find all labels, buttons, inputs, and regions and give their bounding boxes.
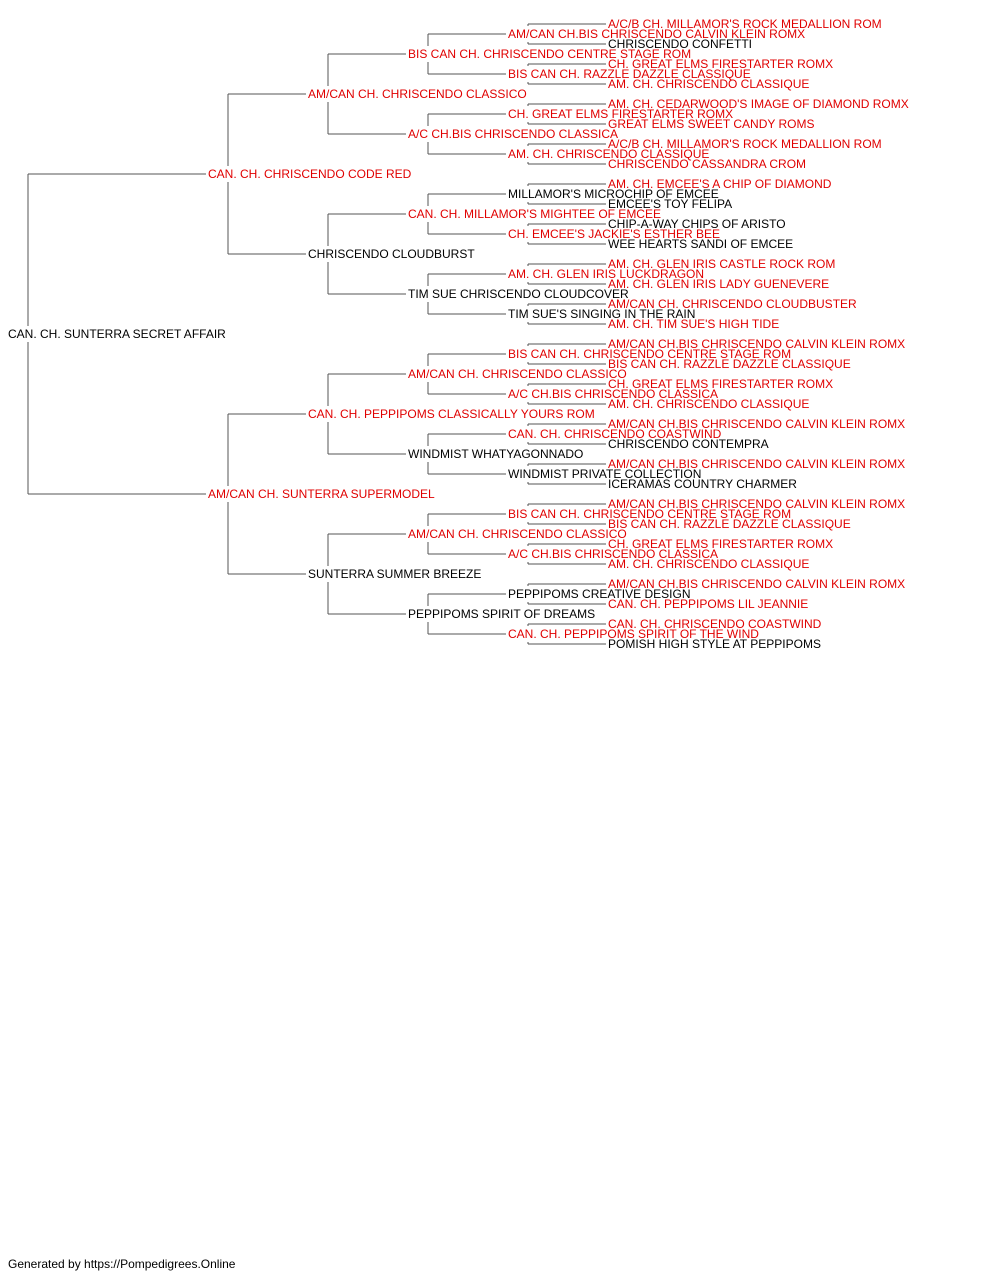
- pedigree-entry-gen5[interactable]: CH. GREAT ELMS FIRESTARTER ROMX: [608, 57, 833, 71]
- pedigree-entry-gen4[interactable]: A/C CH.BIS CHRISCENDO CLASSICA: [508, 547, 718, 561]
- pedigree-entry-gen5[interactable]: CHRISCENDO CASSANDRA CROM: [608, 157, 806, 171]
- pedigree-entry-gen5[interactable]: WEE HEARTS SANDI OF EMCEE: [608, 237, 793, 251]
- pedigree-entry-gen5[interactable]: AM. CH. GLEN IRIS LADY GUENEVERE: [608, 277, 829, 291]
- pedigree-entry-gen2[interactable]: AM/CAN CH. CHRISCENDO CLASSICO: [308, 87, 527, 101]
- pedigree-entry-gen5[interactable]: BIS CAN CH. RAZZLE DAZZLE CLASSIQUE: [608, 517, 851, 531]
- pedigree-entry-gen4[interactable]: A/C CH.BIS CHRISCENDO CLASSICA: [508, 387, 718, 401]
- pedigree-entry-gen1[interactable]: AM/CAN CH. SUNTERRA SUPERMODEL: [208, 487, 435, 501]
- pedigree-entry-gen5[interactable]: AM. CH. GLEN IRIS CASTLE ROCK ROM: [608, 257, 835, 271]
- pedigree-entry-gen5[interactable]: CAN. CH. CHRISCENDO COASTWIND: [608, 617, 822, 631]
- pedigree-entry-gen4[interactable]: CH. GREAT ELMS FIRESTARTER ROMX: [508, 107, 733, 121]
- pedigree-entry-gen4[interactable]: AM. CH. CHRISCENDO CLASSIQUE: [508, 147, 709, 161]
- pedigree-entry-gen3[interactable]: AM/CAN CH. CHRISCENDO CLASSICO: [408, 527, 627, 541]
- pedigree-entry-gen5[interactable]: AM/CAN CH.BIS CHRISCENDO CALVIN KLEIN RO…: [608, 497, 905, 511]
- pedigree-entry-gen3[interactable]: WINDMIST WHATYAGONNADO: [408, 447, 583, 461]
- generated-by-footer: Generated by https://Pompedigrees.Online: [8, 1257, 236, 1271]
- pedigree-entry-gen4[interactable]: BIS CAN CH. CHRISCENDO CENTRE STAGE ROM: [508, 507, 791, 521]
- pedigree-entry-gen5[interactable]: AM. CH. CHRISCENDO CLASSIQUE: [608, 557, 809, 571]
- pedigree-entry-gen2[interactable]: SUNTERRA SUMMER BREEZE: [308, 567, 481, 581]
- pedigree-entry-gen4[interactable]: PEPPIPOMS CREATIVE DESIGN: [508, 587, 690, 601]
- pedigree-entry-gen5[interactable]: CHRISCENDO CONFETTI: [608, 37, 752, 51]
- pedigree-entry-gen5[interactable]: AM/CAN CH.BIS CHRISCENDO CALVIN KLEIN RO…: [608, 417, 905, 431]
- pedigree-entry-gen5[interactable]: BIS CAN CH. RAZZLE DAZZLE CLASSIQUE: [608, 357, 851, 371]
- pedigree-entry-gen4[interactable]: WINDMIST PRIVATE COLLECTION: [508, 467, 701, 481]
- pedigree-entry-gen3[interactable]: CAN. CH. MILLAMOR'S MIGHTEE OF EMCEE: [408, 207, 661, 221]
- pedigree-entry-gen3[interactable]: AM/CAN CH. CHRISCENDO CLASSICO: [408, 367, 627, 381]
- pedigree-entry-gen1[interactable]: CAN. CH. CHRISCENDO CODE RED: [208, 167, 412, 181]
- pedigree-entry-gen5[interactable]: AM/CAN CH. CHRISCENDO CLOUDBUSTER: [608, 297, 857, 311]
- pedigree-entry-gen5[interactable]: ICERAMAS COUNTRY CHARMER: [608, 477, 797, 491]
- pedigree-entry-gen5[interactable]: AM. CH. CHRISCENDO CLASSIQUE: [608, 77, 809, 91]
- pedigree-entry-gen5[interactable]: AM. CH. CEDARWOOD'S IMAGE OF DIAMOND ROM…: [608, 97, 909, 111]
- pedigree-entry-gen4[interactable]: AM/CAN CH.BIS CHRISCENDO CALVIN KLEIN RO…: [508, 27, 805, 41]
- pedigree-entry-gen5[interactable]: CHIP-A-WAY CHIPS OF ARISTO: [608, 217, 786, 231]
- pedigree-entry-gen5[interactable]: CAN. CH. PEPPIPOMS LIL JEANNIE: [608, 597, 808, 611]
- pedigree-entry-gen3[interactable]: BIS CAN CH. CHRISCENDO CENTRE STAGE ROM: [408, 47, 691, 61]
- pedigree-entry-gen5[interactable]: AM. CH. EMCEE'S A CHIP OF DIAMOND: [608, 177, 832, 191]
- pedigree-entry-gen4[interactable]: CAN. CH. CHRISCENDO COASTWIND: [508, 427, 722, 441]
- pedigree-entry-gen4[interactable]: TIM SUE'S SINGING IN THE RAIN: [508, 307, 695, 321]
- pedigree-entry-gen5[interactable]: AM/CAN CH.BIS CHRISCENDO CALVIN KLEIN RO…: [608, 577, 905, 591]
- pedigree-entry-gen3[interactable]: A/C CH.BIS CHRISCENDO CLASSICA: [408, 127, 618, 141]
- pedigree-entry-gen4[interactable]: CH. EMCEE'S JACKIE'S ESTHER BEE: [508, 227, 720, 241]
- pedigree-entry-gen3[interactable]: TIM SUE CHRISCENDO CLOUDCOVER: [408, 287, 629, 301]
- pedigree-entry-gen3[interactable]: PEPPIPOMS SPIRIT OF DREAMS: [408, 607, 595, 621]
- pedigree-entry-gen4[interactable]: AM. CH. GLEN IRIS LUCKDRAGON: [508, 267, 704, 281]
- pedigree-connector-lines: [27, 23, 606, 645]
- pedigree-entry-gen4[interactable]: BIS CAN CH. CHRISCENDO CENTRE STAGE ROM: [508, 347, 791, 361]
- pedigree-entry-gen5[interactable]: POMISH HIGH STYLE AT PEPPIPOMS: [608, 637, 821, 651]
- pedigree-entry-gen0[interactable]: CAN. CH. SUNTERRA SECRET AFFAIR: [8, 327, 226, 341]
- pedigree-entry-gen5[interactable]: A/C/B CH. MILLAMOR'S ROCK MEDALLION ROM: [608, 17, 882, 31]
- pedigree-entry-gen5[interactable]: AM/CAN CH.BIS CHRISCENDO CALVIN KLEIN RO…: [608, 337, 905, 351]
- pedigree-entry-gen5[interactable]: EMCEE'S TOY FELIPA: [608, 197, 732, 211]
- pedigree-entry-gen4[interactable]: BIS CAN CH. RAZZLE DAZZLE CLASSIQUE: [508, 67, 751, 81]
- pedigree-entry-gen5[interactable]: A/C/B CH. MILLAMOR'S ROCK MEDALLION ROM: [608, 137, 882, 151]
- pedigree-entry-gen2[interactable]: CHRISCENDO CLOUDBURST: [308, 247, 475, 261]
- pedigree-entry-gen5[interactable]: CH. GREAT ELMS FIRESTARTER ROMX: [608, 377, 833, 391]
- pedigree-entry-gen2[interactable]: CAN. CH. PEPPIPOMS CLASSICALLY YOURS ROM: [308, 407, 595, 421]
- pedigree-entry-gen5[interactable]: AM/CAN CH.BIS CHRISCENDO CALVIN KLEIN RO…: [608, 457, 905, 471]
- pedigree-entry-gen5[interactable]: CH. GREAT ELMS FIRESTARTER ROMX: [608, 537, 833, 551]
- pedigree-entry-gen5[interactable]: AM. CH. TIM SUE'S HIGH TIDE: [608, 317, 779, 331]
- pedigree-name-labels: CAN. CH. SUNTERRA SECRET AFFAIR CAN. CH. …: [8, 17, 909, 651]
- pedigree-entry-gen4[interactable]: CAN. CH. PEPPIPOMS SPIRIT OF THE WIND: [508, 627, 759, 641]
- pedigree-entry-gen5[interactable]: AM. CH. CHRISCENDO CLASSIQUE: [608, 397, 809, 411]
- pedigree-entry-gen5[interactable]: GREAT ELMS SWEET CANDY ROMS: [608, 117, 814, 131]
- pedigree-entry-gen5[interactable]: CHRISCENDO CONTEMPRA: [608, 437, 769, 451]
- pedigree-entry-gen4[interactable]: MILLAMOR'S MICROCHIP OF EMCEE: [508, 187, 719, 201]
